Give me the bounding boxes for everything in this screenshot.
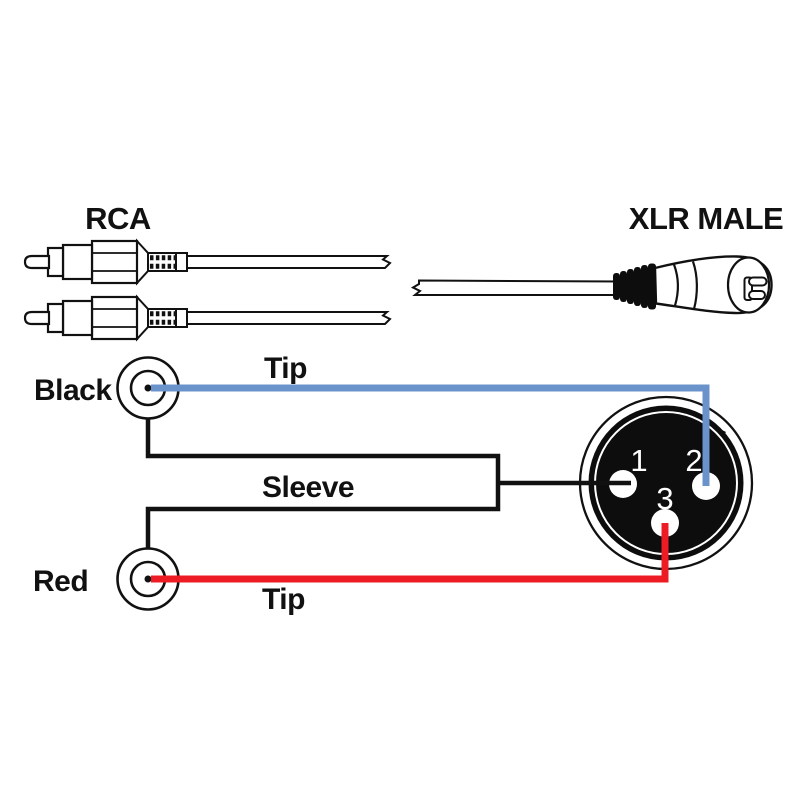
xlr-section-label: XLR MALE <box>629 201 783 236</box>
rca-section-label: RCA <box>85 201 151 236</box>
rca-plug-top-icon <box>25 241 390 283</box>
xlr-pin-2-label: 2 <box>685 443 702 478</box>
rca-plug-bottom-icon <box>25 297 390 339</box>
tip-wire-red-to-pin3 <box>151 523 669 583</box>
sleeve-label: Sleeve <box>262 471 354 504</box>
xlr-pin-3-label: 3 <box>656 481 673 516</box>
tip-top-label: Tip <box>264 352 307 385</box>
tip-wire-black-to-pin2 <box>151 384 710 486</box>
xlr-boot <box>613 263 656 310</box>
black-jack-label: Black <box>34 374 112 407</box>
xlr-pin-1-label: 1 <box>630 443 647 478</box>
sleeve-wire <box>145 419 631 548</box>
xlr-male-plug-icon <box>410 255 773 315</box>
tip-bottom-label: Tip <box>262 583 305 616</box>
red-jack-label: Red <box>33 565 88 598</box>
xlr-polarizing-notch <box>706 425 731 459</box>
